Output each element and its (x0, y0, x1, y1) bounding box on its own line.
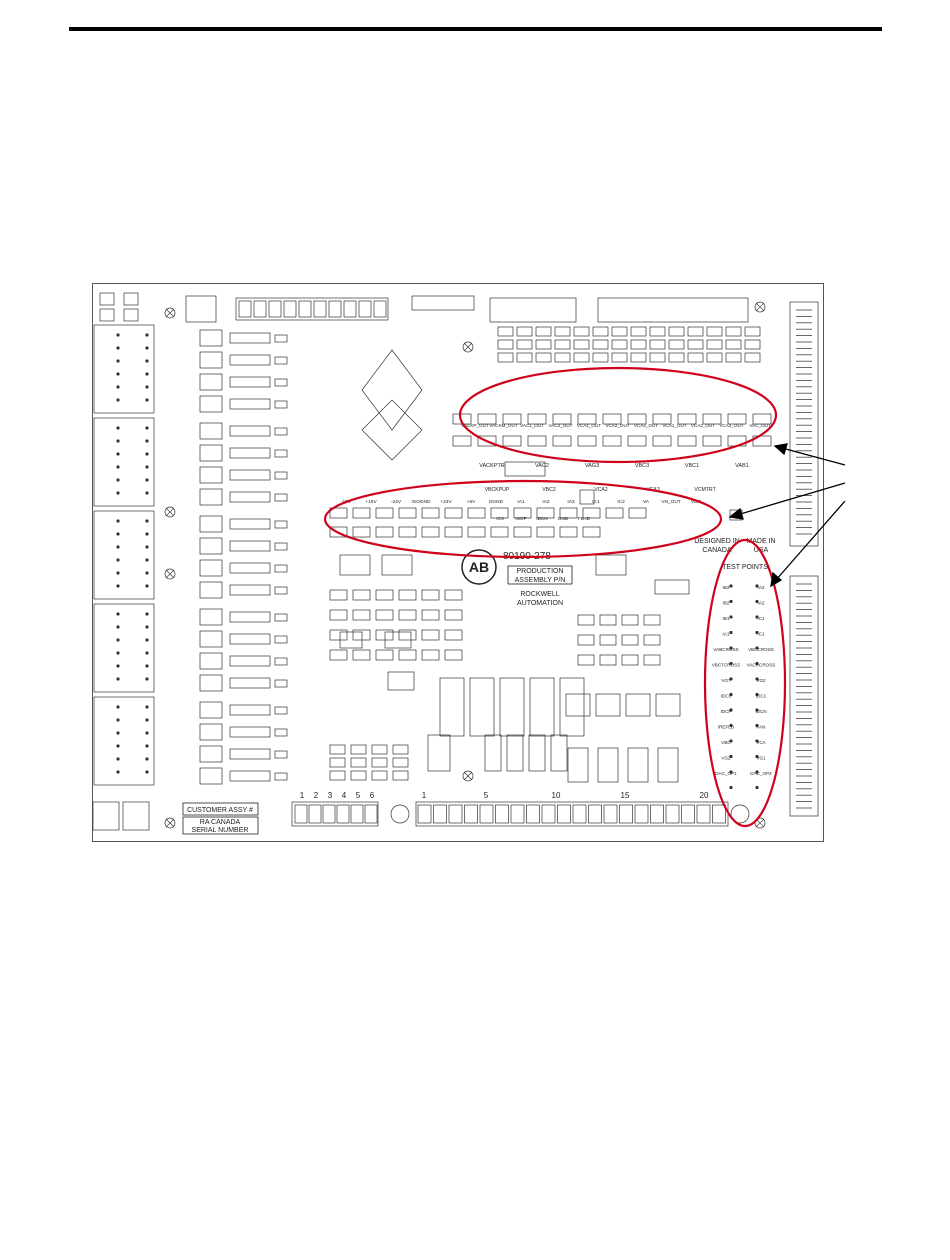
signal-label: VCA2_OUT (691, 423, 715, 428)
signal-label: VA (643, 499, 650, 505)
terminal-number: 10 (552, 791, 561, 800)
test-point-label: VBCTCROSS (712, 663, 741, 668)
signal-label: VCMTRT (694, 487, 716, 493)
signal-label: IA2 (542, 499, 550, 505)
signal-label: VAC2_OUT (549, 423, 573, 428)
signal-label: VAC1_OUT (520, 423, 544, 428)
test-point-label: VACRCROSS (747, 663, 776, 668)
signal-label: FB.ID (578, 516, 591, 522)
made-in-1: MADE IN (746, 538, 775, 545)
signal-label: IA1 (517, 499, 525, 505)
signal-label: ISOF (515, 516, 526, 522)
signal-label: VCA2_OUT (605, 423, 629, 428)
signal-label: VAG3 (585, 463, 599, 469)
terminal-number: 20 (700, 791, 709, 800)
signal-label: -24V (391, 499, 402, 505)
signal-label: VCA2 (594, 487, 608, 493)
test-point-label: VBC (721, 740, 731, 745)
signal-label: IC3 (496, 516, 504, 522)
test-point-label: IREFLD (718, 725, 735, 730)
signal-label: VBCKPUP (485, 487, 510, 493)
signal-label: VACKPTR (479, 463, 505, 469)
signal-label: VCA1_OUT (577, 423, 601, 428)
terminal-number: 1 (422, 791, 427, 800)
test-point-label: IDC1 (756, 694, 767, 699)
highlight-ellipse-middle (323, 479, 723, 559)
terminal-number: 2 (314, 791, 319, 800)
test-point-label: FAN (757, 725, 766, 730)
signal-label: VBC2 (542, 487, 556, 493)
test-point-label: IA3 (758, 585, 765, 590)
terminal-number: 1 (300, 791, 305, 800)
test-point-label: IDC3 (721, 694, 732, 699)
test-point-label: VG2 (721, 756, 731, 761)
test-point-label: VG7 (721, 678, 731, 683)
signal-label: +5V (467, 499, 476, 505)
serial-number-label: SERIAL NUMBER (192, 827, 249, 834)
signal-label: VAC2 (535, 463, 549, 469)
test-point-label: VG2 (756, 678, 766, 683)
signal-label: VAB1 (735, 463, 749, 469)
company-label-2: AUTOMATION (517, 600, 563, 607)
ab-logo-text: AB (469, 559, 489, 575)
test-point-label: IA2 (758, 601, 765, 606)
signal-label: VN_OUT (661, 499, 681, 505)
signal-label: VDC (691, 499, 702, 505)
signal-label: VBC1 (685, 463, 699, 469)
test-point-label: IA1 (723, 632, 730, 637)
terminal-number: 5 (356, 791, 361, 800)
terminal-number: 5 (484, 791, 489, 800)
signal-label: DGND (489, 499, 504, 505)
customer-assy-label: CUSTOMER ASSY # (187, 807, 253, 814)
test-point-label: IDCN (755, 709, 766, 714)
designed-in-2: CANADA (702, 547, 732, 554)
terminal-number: 3 (328, 791, 333, 800)
signal-label: +24V (440, 499, 452, 505)
signal-label: IC1 (592, 499, 600, 505)
signal-label: VACKM_OUT (489, 423, 517, 428)
terminal-number: 6 (370, 791, 375, 800)
test-point-label: IB1 (723, 616, 730, 621)
ra-canada-label: RA CANADA (200, 819, 241, 826)
terminal-number: 15 (621, 791, 630, 800)
signal-label: VAC_OUT (749, 423, 771, 428)
signal-label: ISOGND (412, 499, 431, 505)
terminal-number: 4 (342, 791, 347, 800)
signal-label: VCA3_OUT (719, 423, 743, 428)
signal-label: VCA1_OUT (662, 423, 686, 428)
designed-in-1: DESIGNED IN (694, 538, 740, 545)
highlight-ellipse-upper (458, 366, 778, 464)
signal-label: +15V (365, 499, 377, 505)
test-point-label: VBCCROSS (748, 647, 774, 652)
test-point-label: VABCROSS (713, 647, 738, 652)
production-label-2: ASSEMBLY P/N (515, 577, 566, 584)
test-point-label: IB2 (723, 601, 730, 606)
test-point-label: IC1 (757, 632, 765, 637)
production-label-1: PRODUCTION (516, 568, 563, 575)
signal-label: IA3 (567, 499, 575, 505)
callout-arrows (728, 443, 846, 588)
test-point-label: DAC_OP2 (750, 771, 772, 776)
signal-label: VBC3 (635, 463, 649, 469)
test-point-label: VCA (756, 740, 766, 745)
test-points-title: TEST POINTS (722, 564, 768, 571)
signal-label: VCA3_OUT (634, 423, 658, 428)
signal-label: VACKP_OUT (461, 423, 489, 428)
signal-label: IC2 (617, 499, 625, 505)
test-point-label: IB3 (723, 585, 730, 590)
test-point-label: IC1 (757, 616, 765, 621)
test-point-label: DAC_OP1 (715, 771, 737, 776)
ab-logo: AB (461, 549, 497, 585)
test-point-label: IDCP (721, 709, 732, 714)
test-point-label: VG1 (756, 756, 766, 761)
company-label-1: ROCKWELL (520, 591, 559, 598)
top-rule (69, 27, 882, 31)
highlight-ellipse-test-points (703, 538, 787, 828)
signal-label: IBCN (536, 516, 548, 522)
signal-label: GND (558, 516, 569, 522)
